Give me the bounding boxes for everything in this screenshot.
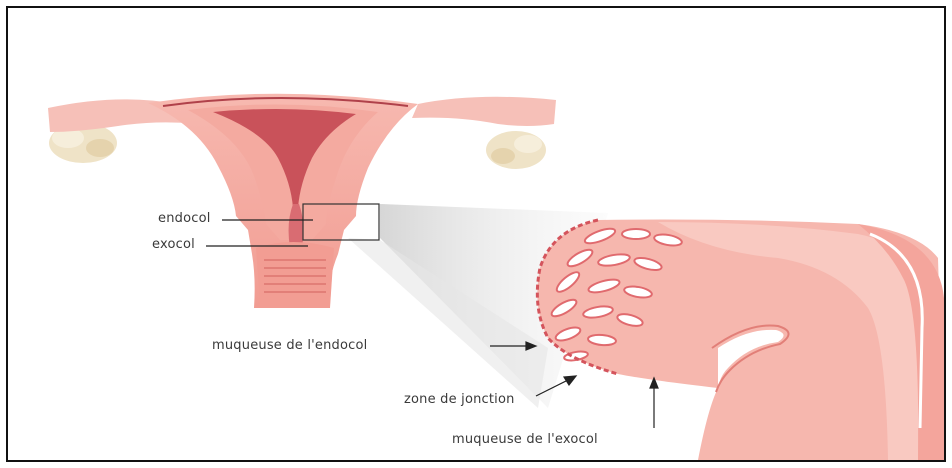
right-ovary	[486, 131, 546, 169]
arrow-zone-jonction	[564, 376, 576, 385]
label-exocol: exocol	[152, 237, 195, 253]
right-tube	[412, 97, 556, 126]
label-muqueuse-exocol: muqueuse de l'exocol	[452, 432, 598, 448]
diagram-frame: endocol exocol muqueuse de l'endocol zon…	[6, 6, 946, 462]
label-muqueuse-endocol: muqueuse de l'endocol	[212, 338, 367, 354]
label-zone-jonction: zone de jonction	[404, 392, 515, 408]
label-endocol: endocol	[158, 211, 211, 227]
